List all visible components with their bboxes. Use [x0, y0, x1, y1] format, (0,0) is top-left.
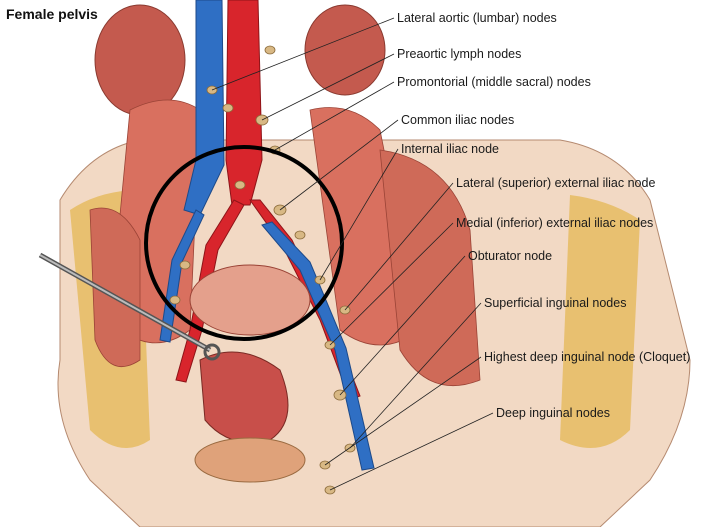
- iliac-artery-left: [175, 199, 245, 383]
- muscle-far-left: [89, 207, 141, 368]
- label-deep-inguinal-nodes: Deep inguinal nodes: [496, 406, 610, 420]
- label-obturator-node: Obturator node: [468, 249, 553, 263]
- uterus-area: [189, 264, 311, 336]
- label-lateral-aortic-nodes: Lateral aortic (lumbar) nodes: [397, 11, 557, 25]
- label-superficial-inguinal-nodes: Superficial inguinal nodes: [484, 296, 627, 310]
- label-preaortic-nodes: Preaortic lymph nodes: [397, 47, 522, 61]
- label-internal-iliac-node: Internal iliac node: [401, 142, 499, 156]
- muscle-far-right: [379, 149, 481, 387]
- label-medial-external-iliac-nodes: Medial (inferior) external iliac nodes: [456, 216, 654, 230]
- lymph-nodes: [169, 45, 356, 495]
- vaginal-region: [199, 351, 289, 443]
- figure-title: Female pelvis: [6, 6, 98, 22]
- leader-lines: [211, 17, 494, 491]
- iliac-vein-right: [261, 221, 375, 471]
- bowel-left: [94, 4, 186, 116]
- bladder: [194, 437, 306, 483]
- bowel-right: [304, 4, 386, 96]
- aorta: [225, 0, 263, 206]
- label-highest-deep-inguinal-node: Highest deep inguinal node (Cloquet): [484, 350, 691, 364]
- label-lateral-external-iliac-node: Lateral (superior) external iliac node: [456, 176, 656, 190]
- fat-right: [560, 195, 640, 448]
- label-common-iliac-nodes: Common iliac nodes: [401, 113, 515, 127]
- label-promontorial-nodes: Promontorial (middle sacral) nodes: [397, 75, 591, 89]
- iliac-artery-right: [249, 199, 361, 401]
